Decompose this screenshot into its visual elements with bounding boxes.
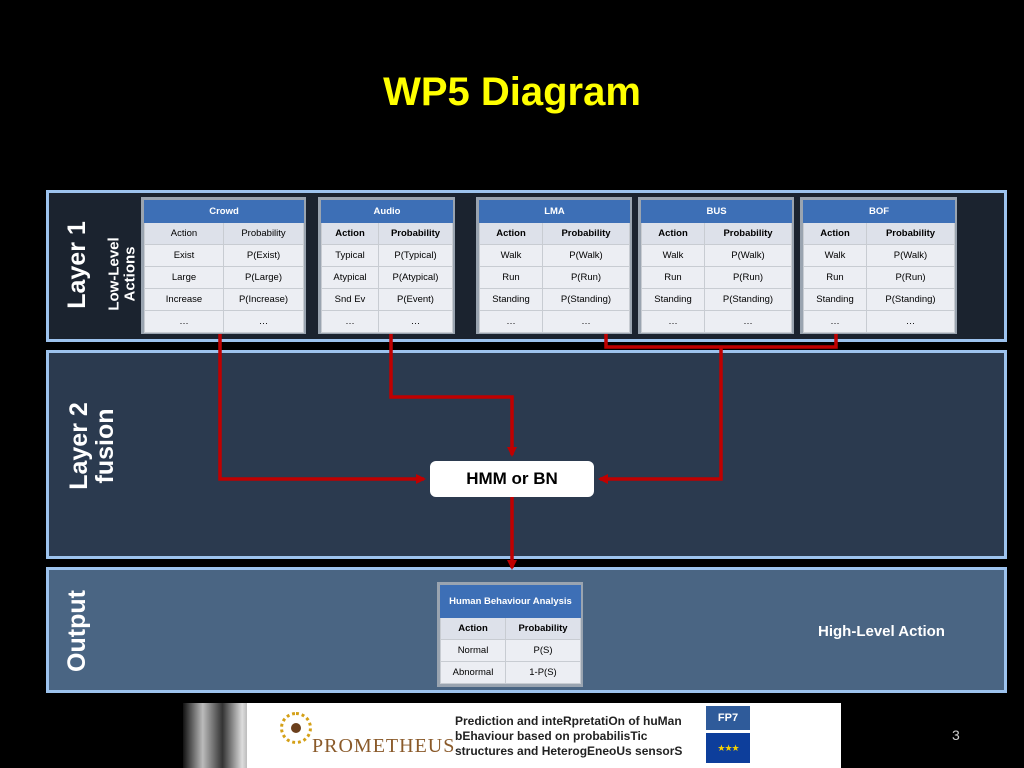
motto-line: bEhaviour based on probabilisTic: [455, 729, 648, 743]
table-cell: Typical: [321, 244, 379, 267]
table-cell: P(Walk): [866, 244, 955, 267]
table-cell: Large: [144, 266, 224, 289]
slide-title: WP5 Diagram: [383, 70, 641, 114]
table-cell: Standing: [641, 288, 705, 311]
table-cell: P(Exist): [223, 244, 304, 267]
table-cell: 1-P(S): [505, 661, 581, 684]
table-cell: …: [377, 310, 454, 333]
table-header-cell: Probability: [866, 222, 955, 245]
table-cell: P(S): [505, 639, 581, 662]
table-cell: Run: [803, 266, 867, 289]
table-header-cell: Probability: [377, 222, 454, 245]
table-header-cell: Probability: [704, 222, 792, 245]
table-header-cell: Probability: [505, 617, 581, 640]
hmm-bn-node: HMM or BN: [430, 461, 594, 497]
table-header-cell: Action: [803, 222, 867, 245]
eu-flag-icon: ★★★: [706, 733, 750, 763]
table-header-cell: Action: [144, 222, 224, 245]
layer-2-panel: [46, 350, 1007, 559]
table-cell: P(Standing): [866, 288, 955, 311]
audio-table-title: Audio: [320, 200, 454, 223]
table-cell: P(Standing): [541, 288, 631, 311]
table-cell: P(Run): [704, 266, 792, 289]
fp7-logo-icon: FP7: [706, 706, 750, 730]
table-header-cell: Action: [641, 222, 705, 245]
table-cell: Abnormal: [440, 661, 506, 684]
table-header-cell: Action: [479, 222, 543, 245]
table-cell: …: [541, 310, 631, 333]
table-cell: P(Increase): [223, 288, 304, 311]
table-cell: Walk: [803, 244, 867, 267]
table-cell: …: [321, 310, 379, 333]
table-cell: Standing: [479, 288, 543, 311]
table-cell: …: [803, 310, 867, 333]
hba-table-title: Human Behaviour Analysis: [440, 585, 581, 618]
video-bracket: [604, 334, 838, 349]
video-arrow: [598, 347, 723, 484]
bof-table-title: BOF: [803, 200, 955, 223]
table-cell: …: [866, 310, 955, 333]
audio-arrow: [389, 334, 517, 457]
prometheus-logo-text: PROMETHEUS: [312, 735, 456, 757]
table-header-cell: Probability: [223, 222, 304, 245]
table-header-cell: Action: [440, 617, 506, 640]
bus-table-title: BUS: [641, 200, 792, 223]
table-cell: P(Event): [377, 288, 454, 311]
page-number: 3: [952, 727, 960, 743]
flower-logo-icon: [280, 712, 312, 744]
table-cell: Atypical: [321, 266, 379, 289]
motto-line: Prediction and inteRpretatiOn of huMan: [455, 714, 682, 728]
table-cell: P(Run): [866, 266, 955, 289]
table-header-cell: Action: [321, 222, 379, 245]
table-cell: …: [479, 310, 543, 333]
table-cell: Run: [479, 266, 543, 289]
high-level-action-label: High-Level Action: [818, 623, 945, 640]
table-cell: Normal: [440, 639, 506, 662]
crowd-table-title: Crowd: [144, 200, 304, 223]
table-cell: …: [144, 310, 224, 333]
table-cell: P(Atypical): [377, 266, 454, 289]
motto-line: structures and HeterogEneoUs sensorS: [455, 744, 683, 758]
table-cell: …: [223, 310, 304, 333]
table-cell: P(Walk): [541, 244, 631, 267]
table-cell: P(Standing): [704, 288, 792, 311]
table-cell: Run: [641, 266, 705, 289]
table-cell: Snd Ev: [321, 288, 379, 311]
logo-area: [247, 703, 447, 768]
table-cell: …: [704, 310, 792, 333]
table-cell: Standing: [803, 288, 867, 311]
table-cell: …: [641, 310, 705, 333]
table-cell: P(Walk): [704, 244, 792, 267]
table-header-cell: Probability: [541, 222, 631, 245]
table-cell: P(Typical): [377, 244, 454, 267]
table-cell: Walk: [641, 244, 705, 267]
table-cell: Exist: [144, 244, 224, 267]
table-cell: P(Large): [223, 266, 304, 289]
lma-table-title: LMA: [478, 200, 631, 223]
project-motto: Prediction and inteRpretatiOn of huMan b…: [455, 714, 682, 759]
crowd-arrow: [218, 334, 426, 484]
table-cell: Walk: [479, 244, 543, 267]
table-cell: P(Run): [541, 266, 631, 289]
table-cell: Increase: [144, 288, 224, 311]
